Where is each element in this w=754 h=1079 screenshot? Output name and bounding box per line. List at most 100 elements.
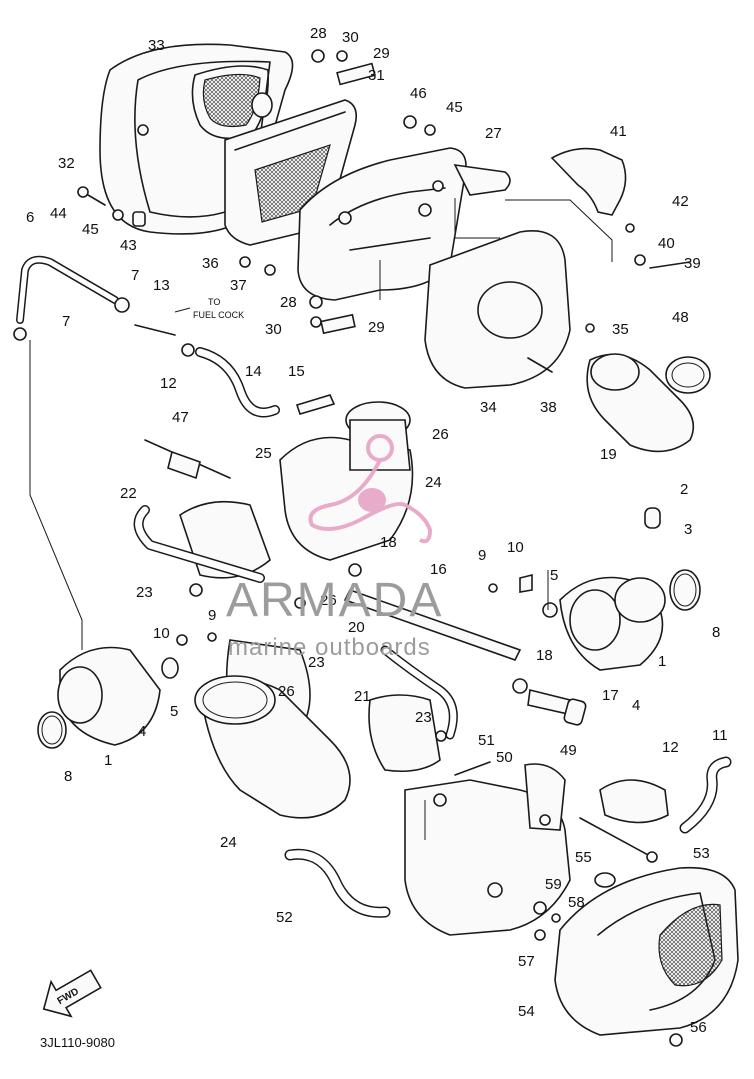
- callout-label: 58: [568, 894, 585, 911]
- callout-label: 37: [230, 277, 247, 294]
- callout-label: 59: [545, 876, 562, 893]
- callout-label: 24: [425, 474, 442, 491]
- callout-label: 38: [540, 399, 557, 416]
- callout-label: 43: [120, 237, 137, 254]
- callout-label: 9: [478, 547, 486, 564]
- callout-label: 5: [170, 703, 178, 720]
- callout-label: 2: [680, 481, 688, 498]
- callout-label: 52: [276, 909, 293, 926]
- bracket-41: [550, 147, 627, 216]
- callout-label: 3: [684, 521, 692, 538]
- callout-label: 10: [507, 539, 524, 556]
- fasteners: [13, 49, 691, 1047]
- hose-11: [599, 756, 732, 834]
- callout-label: 28: [310, 25, 327, 42]
- joint-left: [37, 646, 179, 749]
- callout-label: 9: [208, 607, 216, 624]
- callout-label: 34: [480, 399, 497, 416]
- callout-label: 19: [600, 446, 617, 463]
- callout-label: 33: [148, 37, 165, 54]
- callout-label: 8: [712, 624, 720, 641]
- callout-label: 49: [560, 742, 577, 759]
- watermark-logo: [308, 434, 433, 544]
- callout-label: 20: [348, 619, 365, 636]
- bracket-assembly: [404, 763, 571, 936]
- hose-6: [16, 255, 119, 324]
- callout-label: 57: [518, 953, 535, 970]
- callout-label: 35: [612, 321, 629, 338]
- callout-label: 23: [415, 709, 432, 726]
- air-cleaner-cover-right: [554, 866, 739, 1036]
- callout-label: 45: [446, 99, 463, 116]
- watermark-brand: ARMADA: [226, 574, 443, 627]
- callout-label: 21: [354, 688, 371, 705]
- callout-label: 23: [308, 654, 325, 671]
- callout-label: 31: [368, 67, 385, 84]
- callout-label: 7: [62, 313, 70, 330]
- callout-label: 41: [610, 123, 627, 140]
- callout-label: 32: [58, 155, 75, 172]
- callout-label: 51: [478, 732, 495, 749]
- callout-label: 25: [255, 445, 272, 462]
- watermark-logo-dot: [358, 488, 386, 512]
- callout-label: 17: [602, 687, 619, 704]
- callout-label: 12: [160, 375, 177, 392]
- fuel-cock-note-line1: TO: [208, 297, 220, 307]
- callout-label: 15: [288, 363, 305, 380]
- callout-label: 14: [245, 363, 262, 380]
- callout-label: 44: [50, 205, 67, 222]
- callout-label: 6: [26, 209, 34, 226]
- callout-label: 26: [432, 426, 449, 443]
- callout-label: 30: [265, 321, 282, 338]
- callout-label: 28: [280, 294, 297, 311]
- callout-label: 45: [82, 221, 99, 238]
- callout-label: 1: [658, 653, 666, 670]
- part-number: 3JL110-9080: [40, 1035, 115, 1050]
- callout-label: 26: [320, 592, 337, 609]
- callout-label: 53: [693, 845, 710, 862]
- callout-label: 42: [672, 193, 689, 210]
- callout-label: 47: [172, 409, 189, 426]
- callout-label: 8: [64, 768, 72, 785]
- callout-label: 12: [662, 739, 679, 756]
- callout-label: 24: [220, 834, 237, 851]
- hose-21: [380, 645, 458, 740]
- callout-label: 54: [518, 1003, 535, 1020]
- callout-label: 46: [410, 85, 427, 102]
- callout-label: 22: [120, 485, 137, 502]
- callout-label: 30: [342, 29, 359, 46]
- callout-label: 1: [104, 752, 112, 769]
- callout-label: 50: [496, 749, 513, 766]
- callout-label: 5: [550, 567, 558, 584]
- fwd-arrow: FWD: [42, 969, 102, 1018]
- hose-14: [195, 347, 280, 418]
- callout-label: 40: [658, 235, 675, 252]
- joint-right: [559, 507, 701, 671]
- callout-label: 48: [672, 309, 689, 326]
- callout-label: 27: [485, 125, 502, 142]
- callout-label: 18: [380, 534, 397, 551]
- callout-label: 55: [575, 849, 592, 866]
- callout-label: 4: [632, 697, 640, 714]
- callout-label: 13: [153, 277, 170, 294]
- callout-label: 36: [202, 255, 219, 272]
- callout-label: 18: [536, 647, 553, 664]
- hose-22: [133, 505, 265, 583]
- air-cleaner-case: [297, 147, 511, 301]
- callout-label: 11: [712, 727, 728, 744]
- callout-label: 7: [131, 267, 139, 284]
- callout-label: 39: [684, 255, 701, 272]
- callout-label: 26: [278, 683, 295, 700]
- intake-duct-24: [194, 675, 351, 819]
- callout-label: 4: [138, 723, 146, 740]
- cover-plate: [424, 230, 571, 389]
- intake-duct-47: [586, 353, 711, 453]
- callout-label: 10: [153, 625, 170, 642]
- rod-19: [144, 439, 231, 480]
- callout-label: 29: [368, 319, 385, 336]
- guide-lines: [29, 198, 613, 840]
- callout-label: 29: [373, 45, 390, 62]
- watermark-logo-swirl: [308, 459, 433, 544]
